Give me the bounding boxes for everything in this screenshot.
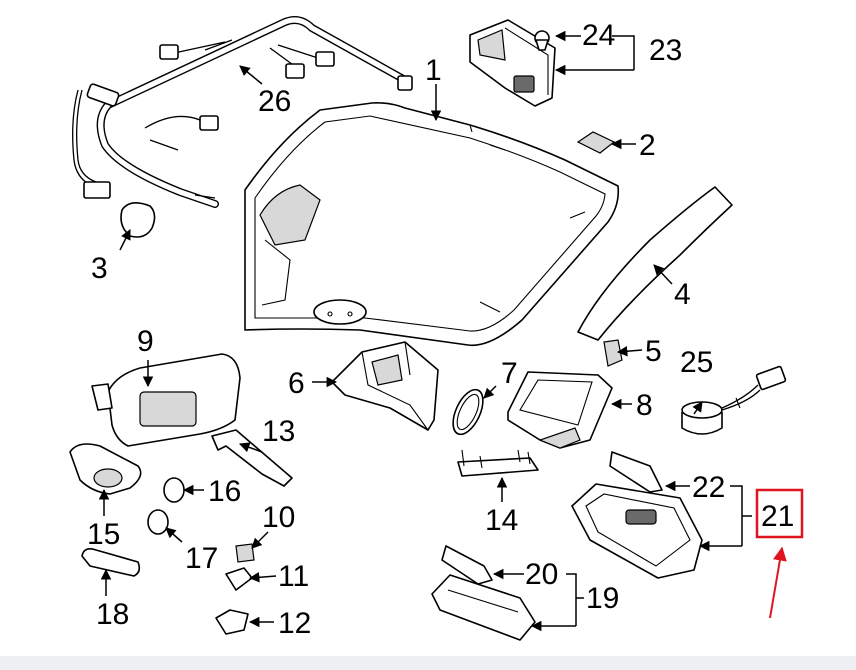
mounting-bracket-part (457, 449, 539, 477)
parts-diagram: 1 2 3 4 5 6 7 8 9 10 11 12 13 14 15 16 1… (69, 16, 804, 641)
callout-20: 20 (525, 558, 558, 591)
bulb-part-20 (441, 545, 493, 585)
callout-3: 3 (91, 252, 108, 285)
callout-14: 14 (485, 504, 518, 537)
callout-6: 6 (288, 367, 305, 400)
callout-1: 1 (425, 54, 442, 87)
interior-lamp-part (571, 483, 703, 579)
footer-strip (0, 656, 856, 670)
map-lamp-part (431, 574, 536, 641)
callout-7: 7 (501, 357, 518, 390)
callout-18: 18 (96, 598, 129, 631)
callout-22: 22 (692, 471, 725, 504)
handle-part-18 (81, 548, 141, 577)
callout-15: 15 (87, 518, 120, 551)
seal-ring-part (452, 388, 484, 436)
callout-25: 25 (680, 346, 713, 379)
callout-13: 13 (262, 415, 295, 448)
callout-23: 23 (649, 34, 682, 67)
highlight-callout-21 (755, 488, 804, 619)
pad-part (576, 131, 616, 154)
callout-10: 10 (262, 501, 295, 534)
sun-visor-part (91, 353, 241, 447)
callout-24: 24 (582, 19, 615, 52)
clip-part-10 (235, 543, 255, 563)
pillar-trim-part (577, 186, 733, 341)
callout-12: 12 (278, 607, 311, 640)
callout-labels: 1 2 3 4 5 6 7 8 9 10 11 12 13 14 15 16 1… (87, 19, 794, 640)
callout-11: 11 (278, 560, 309, 593)
callout-21: 21 (761, 500, 794, 533)
cap-part-17 (147, 509, 169, 535)
cap-part-16 (163, 477, 185, 503)
leader-lines (98, 30, 752, 632)
console-bracket-part (331, 341, 439, 431)
callout-4: 4 (674, 278, 691, 311)
grab-handle-part (211, 429, 293, 487)
pad-part-3 (120, 202, 156, 238)
callout-17: 17 (185, 542, 218, 575)
callout-9: 9 (137, 325, 154, 358)
headliner-part (244, 102, 620, 347)
callout-5: 5 (645, 335, 662, 368)
clip-part-5 (603, 339, 623, 367)
callout-8: 8 (636, 389, 653, 422)
dome-light-part (469, 19, 556, 107)
storage-tray-part (507, 371, 613, 449)
clip-part-11 (225, 567, 253, 591)
callout-16: 16 (208, 475, 241, 508)
callout-19: 19 (586, 582, 619, 615)
bulb-part-22 (609, 451, 663, 493)
callout-26: 26 (258, 85, 291, 118)
clip-part-12 (215, 609, 249, 635)
callout-2: 2 (639, 129, 656, 162)
wiring-harness-part (72, 16, 413, 208)
reading-lamp-part (69, 443, 142, 495)
